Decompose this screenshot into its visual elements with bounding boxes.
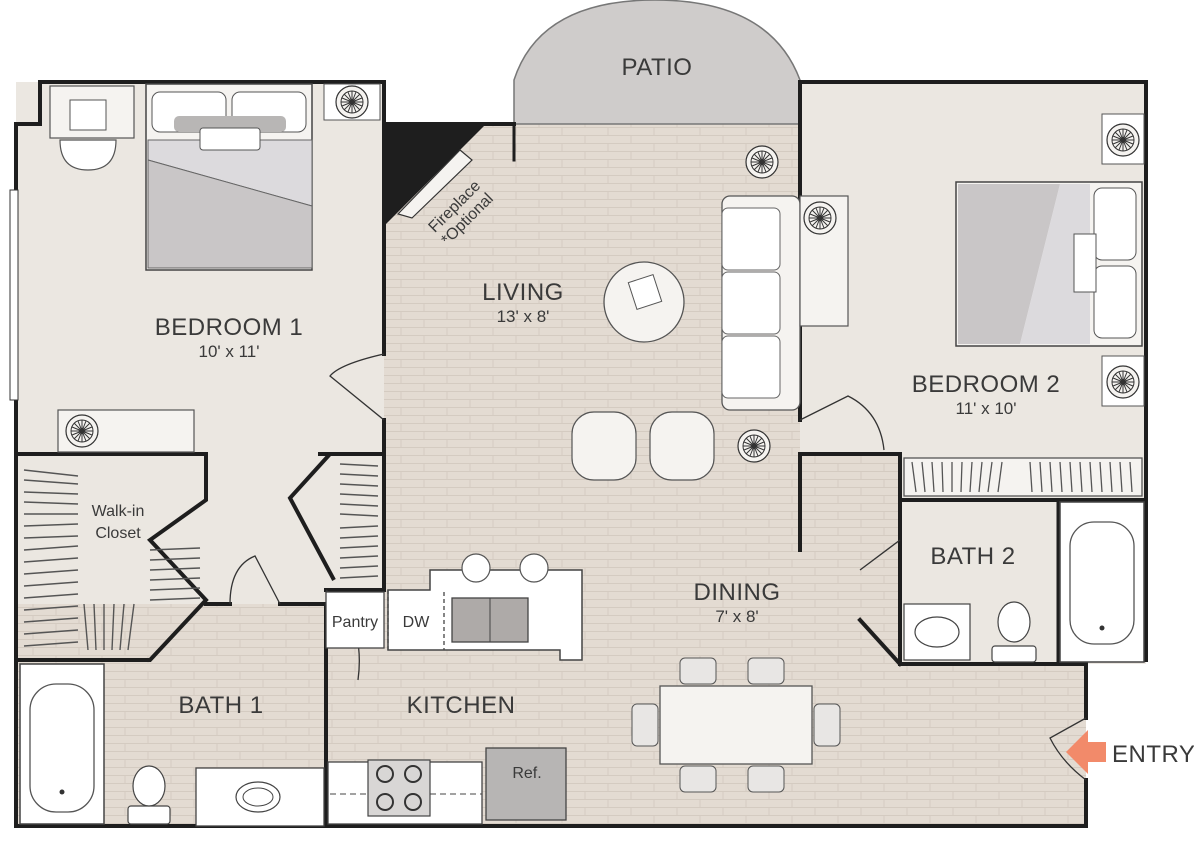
pantry-label: Pantry [332,614,378,631]
kitchen-label: KITCHEN [407,692,516,719]
closet-label: Walk-in [92,503,145,520]
stove-icon [367,759,431,817]
bath2-label: BATH 2 [930,543,1015,570]
toilet-icon [127,765,171,825]
living-label: LIVING [482,279,564,306]
closet-label-line2: Closet [95,525,141,542]
bedroom1-furniture [49,83,381,453]
bath1-label: BATH 1 [178,692,263,719]
refrigerator-label: Ref. [512,765,541,782]
bedroom2-label: BEDROOM 2 [912,371,1061,398]
patio-label: PATIO [622,54,693,81]
closet-shelves [23,463,379,651]
bedroom1-label: BEDROOM 1 [155,314,304,341]
entry-label: ENTRY [1112,741,1194,768]
living-furniture [571,145,849,481]
living-dimensions: 13' x 8' [497,307,550,326]
bedroom1-dimensions: 10' x 11' [199,342,260,361]
bedroom2-dimensions: 11' x 10' [956,399,1017,418]
bedroom2-furniture [955,113,1145,407]
dining-dimensions: 7' x 8' [715,607,758,626]
bath2-fixtures [903,501,1145,663]
closet2-shelves [903,457,1143,497]
patio [513,0,801,125]
entry-arrow-icon [1066,730,1106,774]
kitchen-fixtures [325,553,583,825]
dining-table [631,657,841,793]
window [9,189,19,401]
sink-icon [235,781,281,813]
dishwasher-label: DW [403,614,431,631]
bath1-fixtures [19,663,325,827]
dining-label: DINING [694,579,781,606]
